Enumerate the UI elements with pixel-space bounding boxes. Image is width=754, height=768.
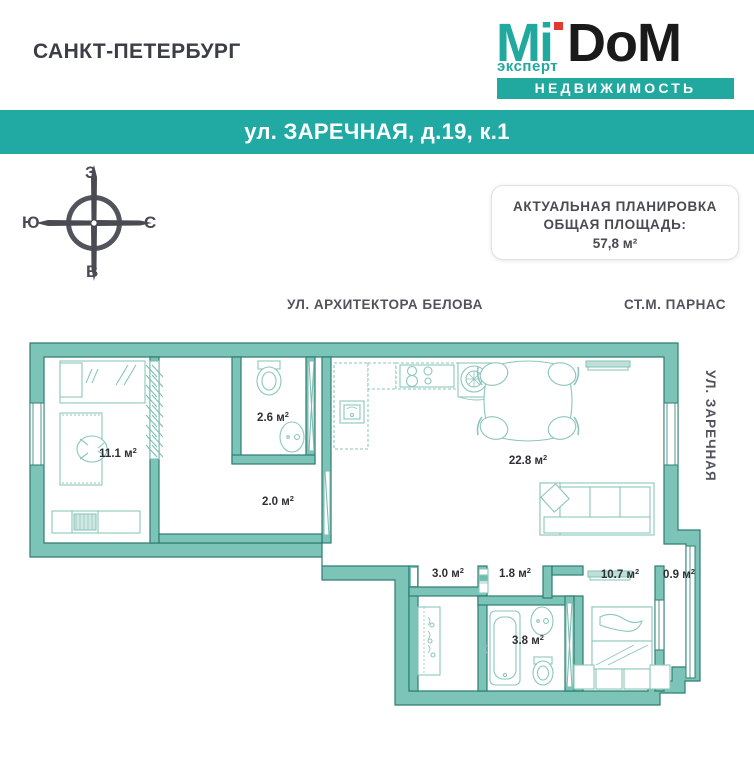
door-hall-living — [323, 470, 331, 536]
partition-living-left — [321, 356, 332, 544]
compass-label-north: З — [85, 163, 96, 182]
furniture-chair — [476, 416, 509, 440]
partition-bedroom-right-left — [573, 595, 584, 692]
area-label-balcony: 0.9 м2 — [663, 567, 695, 581]
furniture-chair — [547, 416, 580, 440]
logo-wordmark: Mi DoM — [492, 13, 734, 73]
furniture-wardrobe-left — [51, 510, 141, 534]
area-label-hall-lower: 1.8 м2 — [499, 566, 531, 580]
compass-icon — [36, 165, 152, 281]
window-bedroom-right — [654, 599, 665, 651]
furniture-stove — [399, 364, 455, 388]
window-balcony — [685, 545, 696, 679]
furniture-radiator — [585, 360, 631, 371]
area-label-hall-upper: 2.0 м2 — [262, 494, 294, 508]
street-label-zarechnaya: УЛ. ЗАРЕЧНАЯ — [703, 370, 718, 482]
street-label-belova: УЛ. АРХИТЕКТОРА БЕЛОВА — [287, 297, 483, 312]
door-bathroom — [565, 602, 574, 688]
window-living — [663, 402, 679, 466]
furniture-meter-panel — [478, 568, 489, 594]
logo-text-dom: DoM — [567, 13, 682, 73]
furniture-chair — [547, 362, 580, 386]
door-wc — [307, 360, 315, 452]
floor-plan-svg: 11.1 м2 2.6 м2 2.0 м2 22.8 м2 3.0 м2 1.8… — [29, 342, 701, 706]
furniture-sink-wc — [279, 421, 305, 453]
compass-label-east: С — [144, 213, 157, 232]
furniture-radiator — [587, 570, 633, 581]
door-storage — [411, 568, 417, 586]
furniture-toilet-bath — [532, 656, 554, 686]
total-area-label: ОБЩАЯ ПЛОЩАДЬ: — [543, 217, 687, 232]
logo-text-mi: Mi — [496, 13, 554, 73]
floor-plan[interactable]: 11.1 м2 2.6 м2 2.0 м2 22.8 м2 3.0 м2 1.8… — [0, 325, 754, 745]
plan-area-labels: 11.1 м2 2.6 м2 2.0 м2 22.8 м2 3.0 м2 1.8… — [99, 410, 695, 647]
page-header: САНКТ-ПЕТЕРБУРГ Mi DoM эксперт НЕДВИЖИМО… — [0, 0, 754, 110]
furniture-bathtub — [485, 610, 521, 686]
plan-type-label: АКТУАЛЬНАЯ ПЛАНИРОВКА — [512, 199, 718, 214]
furniture-sink-bath — [530, 606, 554, 636]
door-bedroom-left — [145, 360, 164, 460]
page-title: САНКТ-ПЕТЕРБУРГ — [33, 40, 241, 63]
metro-label-parnas: СТ.М. ПАРНАС — [624, 297, 727, 312]
area-label-wc: 2.6 м2 — [257, 410, 289, 424]
partition-bath-top — [477, 595, 575, 606]
area-label-bedroom-left: 11.1 м2 — [99, 446, 137, 460]
partition-bath-left — [477, 595, 488, 692]
area-label-storage: 3.0 м2 — [432, 566, 464, 580]
furniture-desk-left — [59, 412, 108, 486]
furniture-dining-set — [476, 360, 580, 442]
furniture-sofa — [539, 482, 655, 536]
partition-wc-left — [231, 356, 242, 464]
address-banner: ул. ЗАРЕЧНАЯ, д.19, к.1 — [0, 110, 754, 154]
compass-label-south: В — [86, 262, 99, 281]
partition-wc-bottom — [231, 454, 316, 465]
area-label-bathroom: 3.8 м2 — [512, 633, 544, 647]
furniture-bed-left — [59, 360, 146, 404]
total-area-card: АКТУАЛЬНАЯ ПЛАНИРОВКА ОБЩАЯ ПЛОЩАДЬ: 57,… — [491, 185, 739, 260]
window-left — [29, 402, 45, 466]
furniture-toilet-wc — [256, 360, 282, 396]
furniture-storage-shelf — [417, 606, 441, 676]
partition-hall-lower-right — [542, 565, 553, 599]
logo-tagline: эксперт — [497, 58, 559, 75]
logo-dot-icon — [554, 22, 563, 30]
compass-label-west: Ю — [22, 213, 40, 232]
partition-storage-bottom — [408, 586, 488, 597]
partition-hall-bottom — [158, 533, 323, 544]
brand-logo[interactable]: Mi DoM эксперт НЕДВИЖИМОСТЬ — [492, 13, 734, 100]
area-label-bedroom-right: 10.7 м2 — [601, 567, 639, 581]
total-area-value: 57,8 м² — [592, 236, 638, 251]
plan-doors — [145, 360, 574, 688]
logo-subtitle: НЕДВИЖИМОСТЬ — [497, 78, 734, 99]
furniture-chair — [476, 362, 509, 386]
plan-windows — [29, 402, 696, 679]
partition-bedroom-right-top — [551, 565, 584, 576]
furniture-kitchen-sink — [339, 400, 365, 424]
area-label-living-kitchen: 22.8 м2 — [509, 453, 547, 467]
compass-rose: З Ю С В — [22, 163, 172, 283]
plan-furniture — [51, 360, 671, 690]
furniture-bed-right — [573, 606, 671, 690]
